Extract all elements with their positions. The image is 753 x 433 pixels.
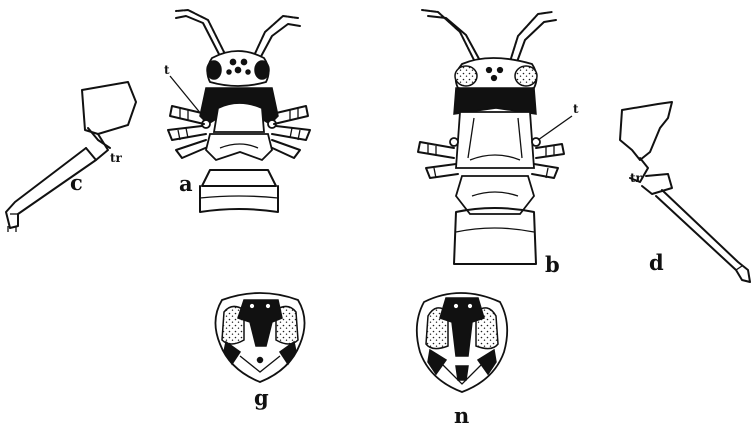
label-c: c [70,172,83,193]
label-b: b [545,254,560,275]
label-tr-c: tr [110,152,122,164]
leader-line-t-b [538,116,572,140]
label-tr-d: tr [630,172,642,184]
head-drawing-g [215,293,304,382]
label-a: a [179,173,193,194]
label-n: n [454,405,469,426]
label-t-a: t [164,64,170,76]
label-g: g [254,387,269,408]
leg-drawing-d [620,102,750,282]
label-t-b: t [573,103,579,115]
head-drawing-n [417,293,507,392]
label-d: d [649,252,664,273]
